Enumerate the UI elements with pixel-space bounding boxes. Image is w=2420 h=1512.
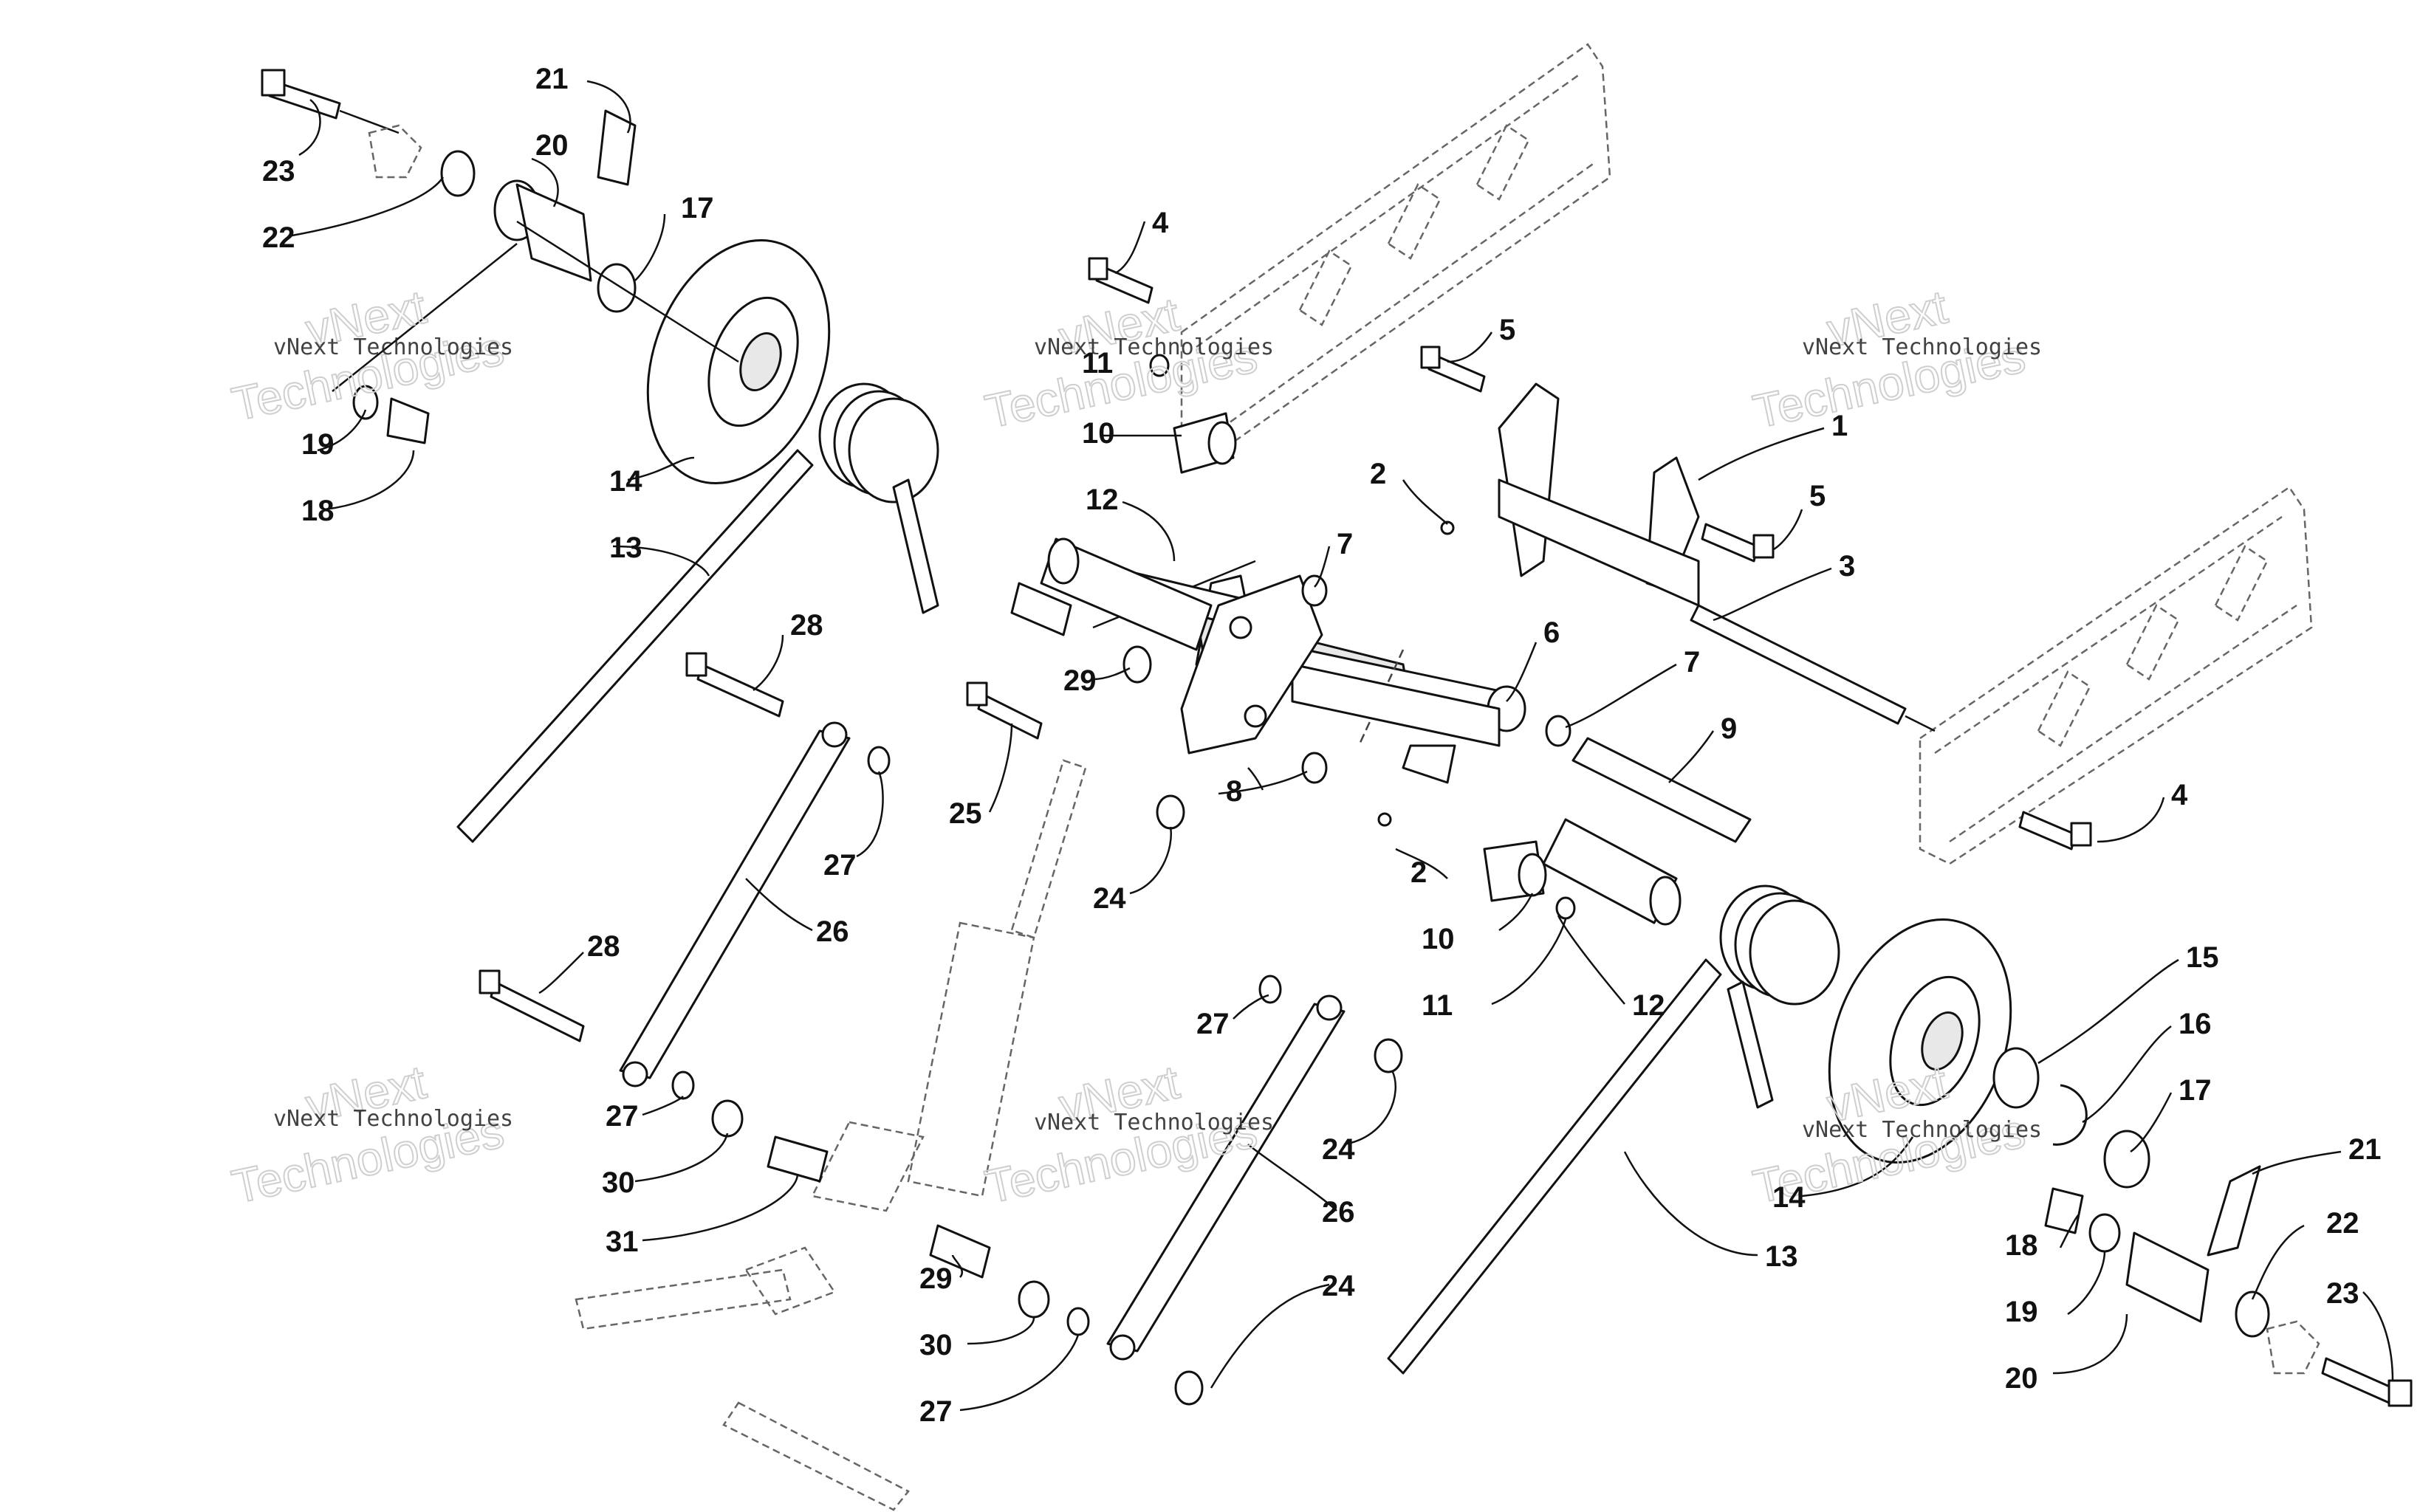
callout-2: 2 — [1370, 458, 1386, 490]
callout-23: 23 — [262, 155, 295, 188]
callout-26b: 26 — [1322, 1196, 1355, 1228]
callout-13: 13 — [609, 532, 642, 564]
shock-absorber-ghost — [811, 759, 1087, 1212]
leader-lines — [287, 80, 2394, 1412]
callout-4b: 4 — [2171, 779, 2188, 811]
callout-22: 22 — [262, 221, 295, 254]
callout-20b: 20 — [2005, 1362, 2038, 1395]
watermark-small: vNext Technologies — [273, 334, 513, 360]
callout-10b: 10 — [1422, 923, 1455, 955]
callout-12b: 12 — [1632, 989, 1665, 1022]
callout-7b: 7 — [1684, 646, 1700, 678]
callout-30: 30 — [602, 1166, 635, 1199]
callout-21b: 21 — [2348, 1133, 2382, 1166]
callout-25: 25 — [949, 797, 982, 830]
part-26-link-left — [619, 721, 851, 1087]
callout-8: 8 — [1226, 775, 1242, 808]
bottom-right-hardware — [1992, 1047, 2413, 1407]
watermark-small: vNext Technologies — [1802, 1117, 2042, 1143]
callout-27b: 27 — [1196, 1008, 1230, 1040]
part-10-bushing-top — [1173, 412, 1237, 474]
callout-19: 19 — [301, 428, 335, 461]
callout-17b: 17 — [2179, 1074, 2212, 1107]
callout-12: 12 — [1086, 484, 1119, 516]
callout-5: 5 — [1499, 314, 1515, 346]
small-parts — [671, 354, 1576, 1406]
callout-2b: 2 — [1410, 856, 1427, 889]
rail-ghost-bottom — [1919, 486, 2313, 865]
callout-20: 20 — [535, 129, 569, 162]
callout-14b: 14 — [1772, 1181, 1806, 1214]
callout-31: 31 — [606, 1226, 639, 1258]
callout-29: 29 — [1063, 664, 1097, 697]
callout-15: 15 — [2186, 941, 2219, 974]
watermarks: Technologies vNext vNext Technologies Te… — [227, 279, 2042, 1214]
watermark-small: vNext Technologies — [1034, 1110, 1274, 1135]
rail-ghost-top — [1180, 43, 1611, 459]
callout-11: 11 — [1082, 347, 1113, 379]
callout-1: 1 — [1831, 410, 1848, 442]
callout-11b: 11 — [1422, 989, 1453, 1022]
part-10-bushing-bottom — [1483, 840, 1547, 902]
callout-21: 21 — [535, 63, 569, 95]
part-3-shaft — [1690, 604, 1936, 732]
callout-10: 10 — [1082, 417, 1115, 450]
callout-labels: 21 20 23 22 17 19 18 14 13 4 11 10 12 5 … — [262, 63, 2382, 1428]
callout-27c: 27 — [606, 1100, 639, 1133]
callout-24b: 24 — [1322, 1133, 1355, 1166]
callout-22b: 22 — [2326, 1207, 2359, 1240]
callout-5b: 5 — [1809, 480, 1826, 512]
rear-axle-ghost — [575, 1246, 910, 1511]
part-13-spring-top — [456, 382, 939, 843]
callout-9: 9 — [1721, 712, 1737, 745]
callout-19b: 19 — [2005, 1296, 2038, 1328]
callout-18b: 18 — [2005, 1229, 2038, 1262]
part-26-link-right — [1106, 994, 1346, 1361]
part-14-wheel-bottom — [1828, 918, 2012, 1164]
callout-27: 27 — [823, 849, 857, 882]
part-12-cylinder-top — [1040, 537, 1213, 651]
callout-23b: 23 — [2326, 1277, 2359, 1310]
callout-4: 4 — [1152, 207, 1169, 239]
callout-13b: 13 — [1765, 1240, 1798, 1273]
part-1-bracket — [1498, 382, 1700, 607]
part-13-spring-bottom — [1387, 884, 1840, 1375]
callout-6: 6 — [1543, 616, 1560, 649]
callout-14: 14 — [609, 465, 642, 498]
callout-29b: 29 — [919, 1262, 953, 1295]
callout-18: 18 — [301, 495, 335, 527]
callout-7: 7 — [1337, 528, 1353, 560]
bolts-28-25 — [479, 652, 1043, 1042]
part-12-cylinder-bottom — [1542, 818, 1682, 926]
callout-16: 16 — [2179, 1008, 2212, 1040]
callout-24: 24 — [1093, 882, 1126, 915]
callout-28b: 28 — [587, 930, 620, 963]
callout-17: 17 — [681, 192, 714, 224]
callout-30b: 30 — [919, 1329, 953, 1361]
callout-24c: 24 — [1322, 1270, 1355, 1302]
watermark-small: vNext Technologies — [1034, 334, 1274, 360]
callout-27d: 27 — [919, 1395, 953, 1428]
watermark-small: vNext Technologies — [273, 1106, 513, 1132]
part-8-plate — [1180, 574, 1323, 755]
bolts-upper — [1088, 257, 2092, 850]
watermark-small: vNext Technologies — [1802, 334, 2042, 360]
top-left-hardware — [261, 69, 739, 444]
part-9-rod — [1571, 737, 1752, 843]
callout-3: 3 — [1839, 550, 1855, 583]
part-6-tube — [1291, 663, 1501, 747]
callout-28: 28 — [790, 609, 823, 642]
callout-26: 26 — [816, 915, 849, 948]
